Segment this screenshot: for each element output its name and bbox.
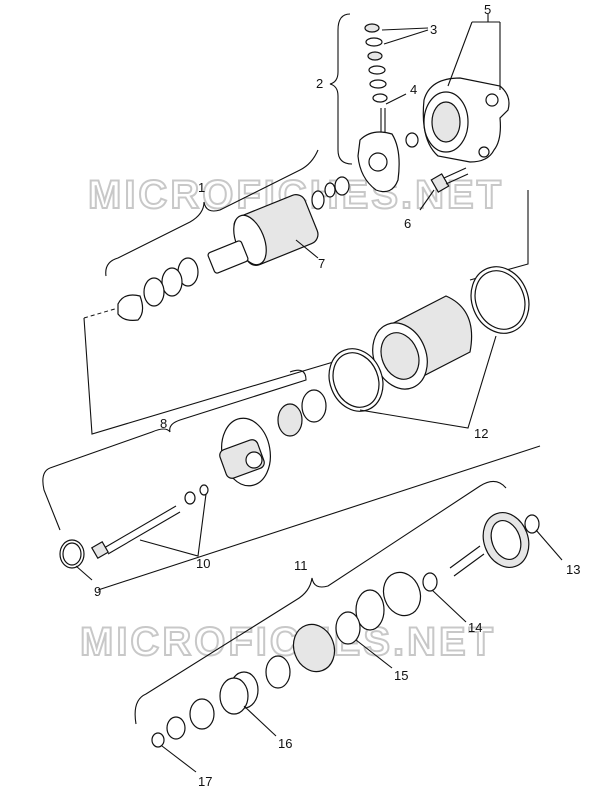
- nut: [367, 51, 383, 61]
- callout-11: 11: [294, 558, 308, 573]
- leader-6: [419, 189, 435, 211]
- armature-shaft-splines: [207, 240, 249, 274]
- bolt-6: [430, 167, 469, 193]
- callout-17: 17: [198, 774, 212, 789]
- callout-9: 9: [94, 584, 101, 599]
- washer: [334, 176, 350, 196]
- leader-4: [385, 93, 407, 105]
- bracket-11: [134, 480, 507, 725]
- leader-12: [359, 335, 497, 429]
- callout-7: 7: [318, 256, 325, 271]
- leader-15: [355, 639, 393, 669]
- callout-8: 8: [160, 416, 167, 431]
- washer: [368, 65, 386, 75]
- leader-13: [535, 529, 563, 561]
- callout-6: 6: [404, 216, 411, 231]
- leader-3a: [381, 27, 429, 31]
- bearing: [301, 389, 327, 423]
- ring-15: [335, 611, 361, 645]
- washer: [365, 37, 383, 47]
- leader-17: [161, 745, 197, 773]
- callout-15: 15: [394, 668, 408, 683]
- watermark-bottom: MICROFICHES.NET: [80, 620, 496, 664]
- pinion-gear-assembly: [151, 512, 540, 748]
- leader-16: [243, 705, 277, 737]
- leader-7: [295, 239, 319, 259]
- washer: [324, 182, 336, 198]
- washer: [166, 716, 186, 740]
- callout-14: 14: [468, 620, 482, 635]
- bracket-2: [329, 13, 353, 165]
- bracket-8: [49, 369, 307, 469]
- washer: [189, 698, 215, 730]
- cover-plate: [382, 571, 422, 617]
- callout-1: 1: [198, 180, 205, 195]
- callout-3: 3: [430, 22, 437, 37]
- through-bolt: [90, 484, 209, 560]
- leader-9: [75, 565, 93, 581]
- washer: [184, 491, 196, 505]
- snap-ring-14: [422, 572, 438, 592]
- yoke-housing: [328, 266, 530, 412]
- ring: [265, 655, 291, 689]
- drive-shaft: [449, 545, 485, 577]
- end-cover: [405, 77, 510, 163]
- snap-ring-17: [151, 732, 165, 748]
- callout-10: 10: [196, 556, 210, 571]
- washer: [199, 484, 209, 496]
- clutch: [292, 623, 336, 673]
- callout-2: 2: [316, 76, 323, 91]
- leader-10: [139, 493, 207, 557]
- needle-bearing: [277, 403, 303, 437]
- nut: [364, 23, 380, 33]
- callout-12: 12: [474, 426, 488, 441]
- callout-13: 13: [566, 562, 580, 577]
- armature: [117, 190, 325, 321]
- leader-3b: [383, 29, 429, 45]
- washer-13: [524, 514, 540, 534]
- brush-holder-assembly: [324, 13, 400, 198]
- bracket-1: [105, 149, 319, 277]
- callout-16: 16: [278, 736, 292, 751]
- leader-5: [447, 14, 501, 90]
- callout-4: 4: [410, 82, 417, 97]
- washer: [372, 93, 388, 103]
- bearing-plate: [117, 294, 144, 321]
- washer: [161, 267, 183, 297]
- drive-housing: [219, 389, 327, 487]
- clip: [355, 589, 385, 631]
- washer: [143, 277, 165, 307]
- washer: [369, 79, 387, 89]
- leader-14: [431, 589, 467, 623]
- assembly-line-left: [83, 317, 341, 435]
- callout-5: 5: [484, 2, 491, 17]
